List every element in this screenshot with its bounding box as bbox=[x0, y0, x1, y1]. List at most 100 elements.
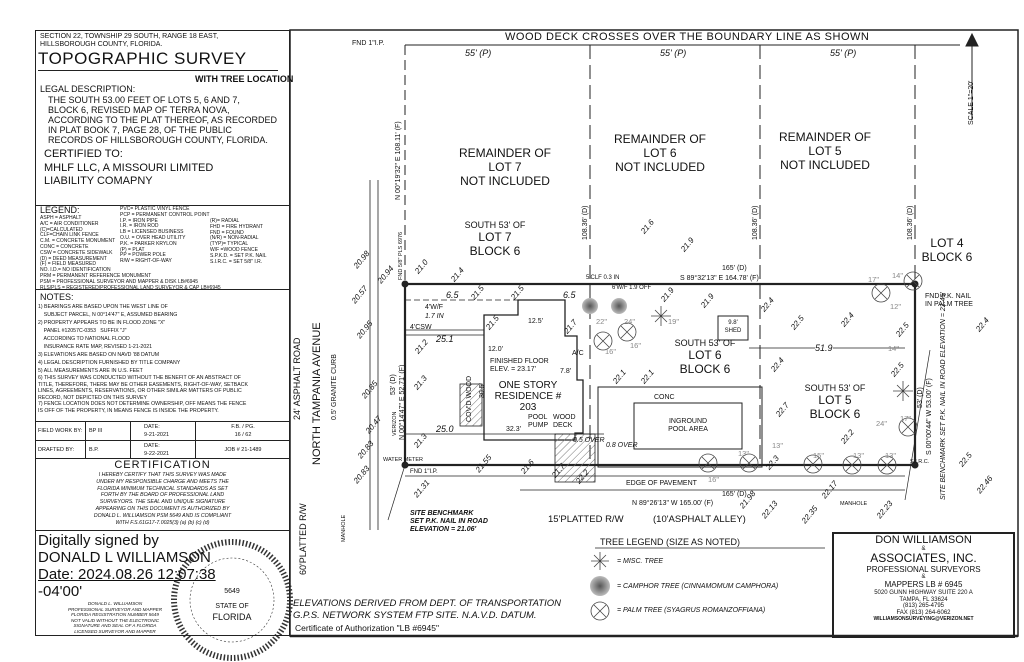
camphor-tree-icon bbox=[582, 298, 598, 314]
fnd-ip-bottom: FND 1"I.P. bbox=[410, 469, 438, 475]
finished-floor-elev: ELEV. = 23.17' bbox=[490, 366, 537, 373]
tree-legend-misc: = MISC. TREE bbox=[617, 558, 664, 565]
legend-item: (R)= RADIAL bbox=[210, 218, 240, 224]
company-fax: FAX (813) 264-6062 bbox=[896, 609, 951, 616]
remainder-line: NOT INCLUDED bbox=[615, 160, 705, 174]
lot-line: LOT 7 bbox=[478, 230, 512, 244]
granite-curb: 0.5' GRANITE CURB bbox=[331, 354, 338, 420]
field-work-label: FIELD WORK BY: bbox=[38, 428, 83, 434]
legend-item: ASPH = ASPHALT bbox=[40, 215, 82, 221]
south-deed-dim: 165' (D) bbox=[722, 491, 747, 498]
lot-line: BLOCK 6 bbox=[921, 250, 973, 264]
palm-tree-icon bbox=[898, 417, 918, 437]
field-date: 9-21-2021 bbox=[144, 432, 170, 438]
title-panel bbox=[35, 30, 290, 636]
elevation-note-1: ELEVATIONS DERIVED FROM DEPT. OF TRANSPO… bbox=[293, 598, 561, 609]
west-bearing: N 00°14'47" E 52.71' (F) bbox=[399, 364, 406, 440]
dim-6-5b: 6.5 bbox=[563, 290, 576, 300]
legend-label: LEGEND: bbox=[40, 205, 80, 215]
dim-1-7-in: 1.7 IN bbox=[425, 313, 444, 320]
tree-size-label: 24" bbox=[876, 419, 888, 428]
lot-line: SOUTH 53' OF bbox=[674, 338, 736, 348]
dim-25-1: 25.1 bbox=[436, 334, 454, 344]
tree-size-label: 13" bbox=[853, 451, 865, 460]
note-line: 2) PROPERTY APPEARS TO BE IN FLOOD ZONE … bbox=[38, 320, 166, 326]
lot-line: BLOCK 6 bbox=[809, 407, 861, 421]
legal-line: RECORDS OF HILLSBOROUGH COUNTY, FLORIDA. bbox=[48, 135, 268, 145]
palm-tree-icon bbox=[593, 331, 613, 351]
legend-item: NO. I.D.= NO IDENTIFICATION bbox=[40, 267, 111, 274]
scale-label: SCALE 1"=20' bbox=[968, 80, 975, 126]
legal-description: THE SOUTH 53.00 FEET OF LOTS 5, 6 AND 7,… bbox=[48, 95, 277, 145]
certified-line-2: LIABILITY COMAPNY bbox=[44, 175, 153, 187]
palm-tree-legend-icon bbox=[590, 601, 610, 621]
dim-6-5a: 6.5 bbox=[446, 290, 459, 300]
certification-line: UNDER MY RESPONSIBLE CHARGE AND MEETS TH… bbox=[96, 478, 229, 485]
clf-in: 5'CLF 0.3 IN bbox=[586, 275, 620, 281]
lot6-side-dim: 108.36' (D) bbox=[582, 205, 589, 240]
deck-over: 0.5 OVER bbox=[573, 437, 605, 444]
elevation-note-2: G.P.S. NETWORK SYSTEM FTP SITE. N.A.V.D.… bbox=[293, 610, 537, 621]
palm-tree-icon bbox=[877, 455, 897, 475]
signature-note: FLORIDA REGISTRATION NUMBER 5649 bbox=[71, 612, 159, 617]
east-benchmark: SITE BENCHMARK SET P.K. NAIL IN ROAD ELE… bbox=[940, 292, 947, 500]
dim-7-8: 7.8' bbox=[560, 368, 572, 375]
legend-col-1: ASPH = ASPHALT A/C = AIR CONDITIONER (C)… bbox=[40, 215, 221, 291]
note-line: INSURANCE RATE MAP, REVISED 1-21-2021 bbox=[38, 344, 152, 350]
wood-fence-label: 4'W/F bbox=[425, 304, 444, 311]
remainder-line: REMAINDER OF bbox=[458, 146, 551, 160]
legend-col-3: (R)= RADIAL FHD = FIRE HYDRANT FND = FOU… bbox=[210, 218, 267, 265]
lot-line: BLOCK 6 bbox=[469, 244, 521, 258]
tree-size-label: 22" bbox=[596, 317, 608, 326]
corner-monument-se bbox=[911, 461, 919, 469]
company-box bbox=[832, 532, 1015, 638]
note-line: 6) THIS SURVEY WAS CONDUCTED WITHOUT THE… bbox=[38, 375, 241, 381]
seal-number: 5649 bbox=[224, 588, 240, 595]
certified-line-1: MHLF LLC, A MISSOURI LIMITED bbox=[44, 162, 214, 174]
surveyor-seal bbox=[171, 539, 293, 661]
tree-size-label: 24" bbox=[624, 317, 636, 326]
legend-col-2: PVC= PLASTIC VINYL FENCE PCP = PERMANENT… bbox=[120, 206, 210, 265]
benchmark-1: SITE BENCHMARK bbox=[410, 510, 474, 517]
csw-label: 4'CSW bbox=[410, 324, 432, 331]
pool-pump-label-1: POOL bbox=[528, 414, 548, 421]
certification-line: FLORIDA MINIMUM TECHNICAL STANDARDS AS S… bbox=[97, 485, 228, 492]
fb-label: F.B. / PG. bbox=[231, 424, 255, 430]
legend-item: PRM = PERMANENT REFERENCE MONUMENT bbox=[40, 272, 152, 279]
tree-size-label: 12" bbox=[890, 302, 902, 311]
company-name-2: ASSOCIATES, INC. bbox=[870, 551, 977, 565]
remainder-line: LOT 6 bbox=[643, 146, 677, 160]
north-bearing: S 89°32'13" E 164.78' (F) bbox=[680, 275, 759, 282]
lot5-side-dim: 108.36' (D) bbox=[752, 205, 759, 240]
note-line: 3) ELEVATIONS ARE BASED ON NAVD '88 DATU… bbox=[38, 352, 160, 358]
west-line-top-dim: N 00°19'32" E 108.11' (F) bbox=[395, 121, 402, 200]
company-email: WILLIAMSONSURVEYING@VERIZON.NET bbox=[873, 616, 974, 622]
note-line: TITLE, THEREFORE, THERE MAY BE OTHER EAS… bbox=[38, 381, 248, 388]
legend-item: (D) = DEED MEASUREMENT bbox=[40, 255, 107, 262]
digital-signature-line-1: Digitally signed by bbox=[38, 532, 159, 549]
water-meter: WATER METER bbox=[383, 457, 424, 463]
tree-size-label: 16" bbox=[708, 475, 720, 484]
benchmark-2: SET P.K. NAIL IN ROAD bbox=[410, 518, 488, 525]
company-box-text: DON WILLIAMSON & ASSOCIATES, INC. PROFES… bbox=[832, 535, 1015, 623]
legend-item: (N/R) = NON-RADIAL bbox=[210, 235, 259, 242]
signature-note: LICENSED SURVEYOR AND MAPPER bbox=[74, 628, 156, 634]
lot-line: BLOCK 6 bbox=[679, 362, 731, 376]
remainder-line: NOT INCLUDED bbox=[780, 158, 870, 172]
legend-item: CLF=CHAIN LINK FENCE bbox=[40, 232, 99, 239]
pool-label-1: INGROUND bbox=[668, 418, 708, 425]
legend-item: I.R. = IRON ROD bbox=[120, 223, 159, 230]
tree-legend-palm: = PALM TREE (SYAGRUS ROMANZOFFIANA) bbox=[617, 607, 766, 614]
legend-item: FND = FOUND bbox=[210, 229, 244, 236]
misc-tree-icon bbox=[893, 381, 913, 401]
sirc-label: S.I.R.C. bbox=[910, 459, 930, 465]
misc-tree-legend-icon bbox=[591, 552, 609, 570]
certified-label: CERTIFIED TO: bbox=[44, 148, 123, 160]
certification-line: I HEREBY CERTIFY THAT THIS SURVEY WAS MA… bbox=[98, 472, 227, 478]
legal-label: LEGAL DESCRIPTION: bbox=[40, 84, 136, 94]
legend-item: PVC= PLASTIC VINYL FENCE bbox=[120, 206, 190, 212]
tree-size-label: 13" bbox=[772, 441, 784, 450]
